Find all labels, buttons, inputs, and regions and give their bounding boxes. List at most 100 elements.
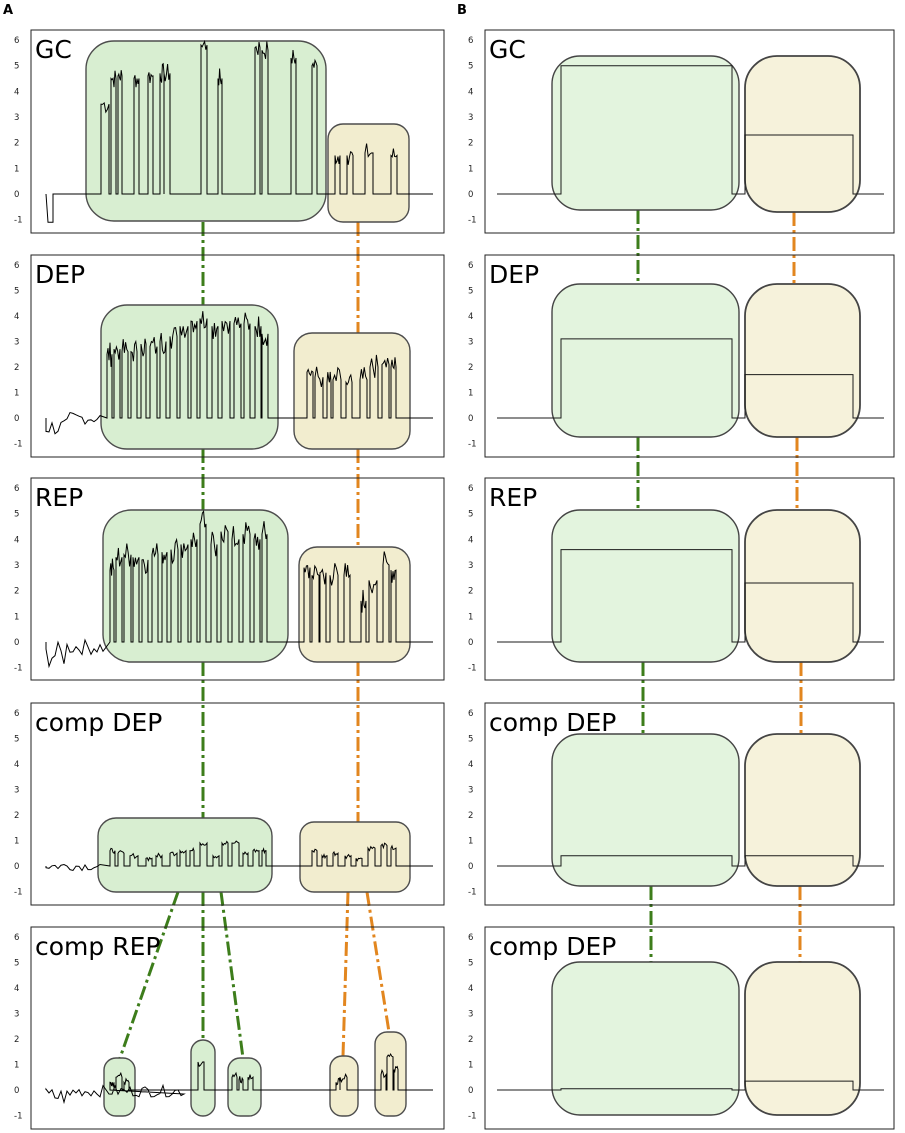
y-tick-label: 5 bbox=[468, 510, 473, 520]
y-tick-label: 0 bbox=[468, 190, 473, 200]
y-tick-label: 0 bbox=[468, 1086, 473, 1096]
y-tick-label: 6 bbox=[14, 36, 19, 46]
y-tick-label: 1 bbox=[468, 837, 473, 847]
y-tick-label: 0 bbox=[14, 414, 19, 424]
y-tick-label: 6 bbox=[14, 709, 19, 719]
y-tick-label: 6 bbox=[468, 933, 473, 943]
y-tick-label: 1 bbox=[468, 389, 473, 399]
y-tick-label: 3 bbox=[468, 1010, 473, 1020]
orange-link-line bbox=[365, 891, 391, 1033]
signal-trace bbox=[45, 1052, 433, 1105]
y-tick-label: 6 bbox=[14, 933, 19, 943]
y-tick-label: 6 bbox=[468, 36, 473, 46]
y-tick-label: 3 bbox=[468, 338, 473, 348]
track-frame bbox=[484, 702, 895, 906]
y-tick-label: 5 bbox=[14, 959, 19, 969]
green-region bbox=[551, 283, 740, 438]
green-region bbox=[85, 40, 327, 222]
track-title: comp DEP bbox=[35, 708, 162, 737]
track-frame bbox=[30, 477, 445, 681]
green-region bbox=[551, 961, 740, 1116]
y-tick-label: 5 bbox=[468, 62, 473, 72]
y-tick-label: -1 bbox=[14, 664, 22, 674]
y-tick-label: -1 bbox=[468, 664, 476, 674]
y-tick-label: 0 bbox=[468, 638, 473, 648]
y-tick-label: 4 bbox=[468, 760, 473, 770]
y-tick-label: 5 bbox=[14, 62, 19, 72]
y-tick-label: 3 bbox=[14, 113, 19, 123]
track-frame bbox=[484, 477, 895, 681]
track-frame bbox=[484, 254, 895, 458]
y-tick-label: 1 bbox=[468, 1061, 473, 1071]
yellow-region bbox=[744, 961, 861, 1116]
panel-a: 6543210-1GC6543210-1DEP6543210-1REP65432… bbox=[14, 29, 445, 1130]
y-tick-label: -1 bbox=[14, 440, 22, 450]
green-region bbox=[102, 509, 289, 663]
y-tick-label: -1 bbox=[468, 888, 476, 898]
y-tick-label: 4 bbox=[468, 984, 473, 994]
track-frame bbox=[30, 254, 445, 458]
y-tick-label: 2 bbox=[14, 1035, 19, 1045]
y-tick-label: 0 bbox=[14, 638, 19, 648]
y-tick-label: 2 bbox=[14, 363, 19, 373]
y-tick-label: 3 bbox=[14, 561, 19, 571]
track-frame bbox=[30, 702, 445, 906]
y-tick-label: 5 bbox=[468, 735, 473, 745]
y-tick-label: 5 bbox=[14, 735, 19, 745]
y-tick-label: 2 bbox=[468, 139, 473, 149]
track-title: comp DEP bbox=[489, 932, 616, 961]
y-tick-label: -1 bbox=[468, 440, 476, 450]
y-tick-label: -1 bbox=[468, 216, 476, 226]
track-frame bbox=[484, 926, 895, 1130]
y-tick-label: 5 bbox=[468, 287, 473, 297]
y-tick-label: 3 bbox=[14, 786, 19, 796]
y-tick-label: 6 bbox=[468, 709, 473, 719]
track-title: comp DEP bbox=[489, 708, 616, 737]
track-title: GC bbox=[35, 35, 72, 64]
segment-level bbox=[497, 549, 884, 643]
y-tick-label: 4 bbox=[14, 87, 19, 97]
track-title: REP bbox=[489, 483, 537, 512]
y-tick-label: 3 bbox=[468, 786, 473, 796]
y-tick-label: 6 bbox=[14, 261, 19, 271]
yellow-region bbox=[744, 733, 861, 887]
yellow-region bbox=[744, 509, 861, 663]
yellow-region bbox=[374, 1031, 407, 1117]
y-tick-label: -1 bbox=[14, 216, 22, 226]
green-region bbox=[551, 55, 740, 211]
y-tick-label: 1 bbox=[14, 837, 19, 847]
yellow-region bbox=[329, 1055, 359, 1117]
green-link-line bbox=[118, 891, 180, 1059]
segment-level bbox=[497, 1080, 884, 1091]
y-tick-label: 0 bbox=[14, 1086, 19, 1096]
y-tick-label: 3 bbox=[14, 1010, 19, 1020]
yellow-region bbox=[299, 821, 411, 893]
y-tick-label: 2 bbox=[468, 811, 473, 821]
y-tick-label: -1 bbox=[14, 1112, 22, 1122]
y-tick-label: 4 bbox=[14, 312, 19, 322]
panel-a-label: A bbox=[3, 3, 13, 18]
y-tick-label: 3 bbox=[14, 338, 19, 348]
segment-level bbox=[497, 65, 884, 195]
y-tick-label: 1 bbox=[14, 612, 19, 622]
y-tick-label: 2 bbox=[14, 139, 19, 149]
y-tick-label: 0 bbox=[14, 862, 19, 872]
panel-b-label: B bbox=[457, 3, 467, 18]
link-lines bbox=[118, 210, 803, 1059]
signal-trace bbox=[45, 39, 433, 223]
track-title: REP bbox=[35, 483, 83, 512]
y-tick-label: 1 bbox=[14, 1061, 19, 1071]
y-tick-label: 2 bbox=[14, 811, 19, 821]
y-tick-label: 4 bbox=[14, 984, 19, 994]
y-tick-label: -1 bbox=[14, 888, 22, 898]
orange-link-line bbox=[341, 891, 350, 1057]
y-tick-label: 3 bbox=[468, 113, 473, 123]
y-tick-label: -1 bbox=[468, 1112, 476, 1122]
y-tick-label: 5 bbox=[468, 959, 473, 969]
y-tick-label: 2 bbox=[14, 587, 19, 597]
y-tick-label: 5 bbox=[14, 287, 19, 297]
y-tick-label: 4 bbox=[14, 535, 19, 545]
track-title: comp REP bbox=[35, 932, 160, 961]
yellow-region bbox=[744, 55, 861, 213]
y-tick-label: 1 bbox=[14, 164, 19, 174]
